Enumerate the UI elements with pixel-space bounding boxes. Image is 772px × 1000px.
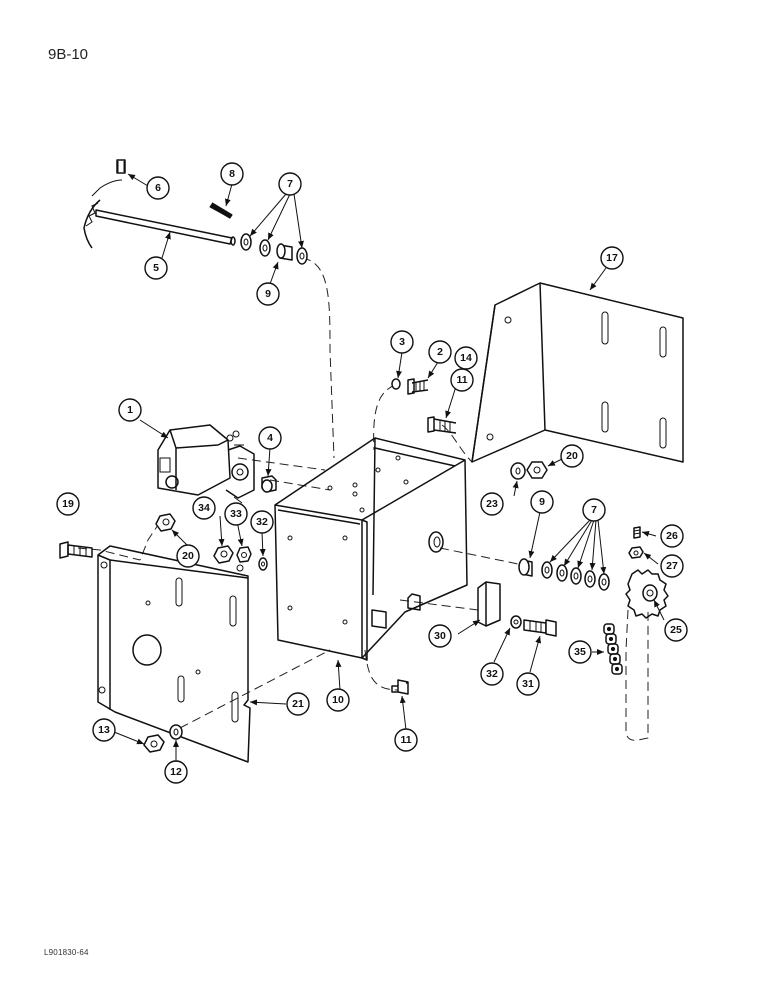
callout-33: 33 <box>224 502 248 526</box>
figure-reference-code: L901830-64 <box>44 948 89 957</box>
callout-11-upper: 11 <box>450 368 474 392</box>
bushing <box>261 475 277 493</box>
svg-text:27: 27 <box>666 560 678 572</box>
callout-7-top: 7 <box>278 172 302 196</box>
callout-31: 31 <box>516 672 540 696</box>
callout-14: 14 <box>454 346 478 370</box>
leader-lines <box>113 173 665 762</box>
callout-7-right: 7 <box>582 498 606 522</box>
callout-2: 2 <box>428 340 452 364</box>
alignment-lines <box>77 257 649 741</box>
svg-text:11: 11 <box>400 734 411 746</box>
callout-6: 6 <box>146 176 170 200</box>
washer-set-right <box>518 558 610 591</box>
callout-25: 25 <box>664 618 688 642</box>
callout-10: 10 <box>326 688 350 712</box>
shaft-assembly <box>83 159 236 249</box>
svg-text:31: 31 <box>522 678 534 690</box>
svg-text:19: 19 <box>62 498 74 510</box>
svg-text:21: 21 <box>292 698 304 710</box>
svg-text:20: 20 <box>566 450 578 462</box>
fasteners-left <box>59 513 268 571</box>
svg-text:32: 32 <box>256 516 268 528</box>
washer-set-top <box>240 233 308 265</box>
svg-text:9: 9 <box>265 288 271 300</box>
callout-34: 34 <box>192 496 216 520</box>
callout-9-top: 9 <box>256 282 280 306</box>
svg-text:8: 8 <box>229 168 235 180</box>
svg-text:14: 14 <box>460 352 472 364</box>
callout-1: 1 <box>118 398 142 422</box>
bolt-and-washer-upper <box>391 378 457 434</box>
svg-text:34: 34 <box>198 502 210 514</box>
callout-12: 12 <box>164 760 188 784</box>
callout-20-right: 20 <box>560 444 584 468</box>
callout-9-right: 9 <box>530 490 554 514</box>
callout-8: 8 <box>220 162 244 186</box>
bolt-lower <box>391 679 409 695</box>
page-number-label: 9B-10 <box>48 46 89 63</box>
sprocket <box>625 526 669 619</box>
callout-11-lower: 11 <box>394 728 418 752</box>
callout-19: 19 <box>56 492 80 516</box>
callout-32-left: 32 <box>250 510 274 534</box>
nut-washer-right <box>510 461 548 480</box>
svg-text:7: 7 <box>287 178 293 190</box>
callout-13: 13 <box>92 718 116 742</box>
callout-26: 26 <box>660 524 684 548</box>
svg-text:13: 13 <box>98 724 110 736</box>
svg-text:9: 9 <box>539 496 545 508</box>
nut-washer-lower <box>143 724 183 753</box>
callout-27: 27 <box>660 554 684 578</box>
motor <box>157 424 255 504</box>
svg-text:5: 5 <box>153 262 159 274</box>
svg-text:35: 35 <box>574 646 586 658</box>
svg-text:7: 7 <box>591 504 597 516</box>
block-and-bolt <box>477 581 557 637</box>
callout-32-right: 32 <box>480 662 504 686</box>
svg-text:10: 10 <box>332 694 344 706</box>
callout-4: 4 <box>258 426 282 450</box>
svg-text:6: 6 <box>155 182 161 194</box>
callout-17: 17 <box>600 246 624 270</box>
callout-21: 21 <box>286 692 310 716</box>
svg-text:17: 17 <box>606 252 618 264</box>
svg-text:12: 12 <box>170 766 182 778</box>
svg-text:3: 3 <box>399 336 405 348</box>
svg-text:1: 1 <box>127 404 133 416</box>
chain <box>603 623 623 675</box>
upright-bracket <box>471 282 684 463</box>
callout-20-left: 20 <box>176 544 200 568</box>
svg-text:26: 26 <box>666 530 678 542</box>
callout-30: 30 <box>428 624 452 648</box>
callout-5: 5 <box>144 256 168 280</box>
housing-box <box>274 437 468 661</box>
svg-text:23: 23 <box>486 498 498 510</box>
callout-23: 23 <box>480 492 504 516</box>
svg-text:11: 11 <box>456 374 467 386</box>
svg-text:4: 4 <box>267 432 273 444</box>
svg-text:20: 20 <box>182 550 194 562</box>
svg-text:2: 2 <box>437 346 443 358</box>
callout-3: 3 <box>390 330 414 354</box>
svg-text:25: 25 <box>670 624 682 636</box>
callout-35: 35 <box>568 640 592 664</box>
svg-text:32: 32 <box>486 668 498 680</box>
svg-text:33: 33 <box>230 508 242 520</box>
svg-text:30: 30 <box>434 630 446 642</box>
